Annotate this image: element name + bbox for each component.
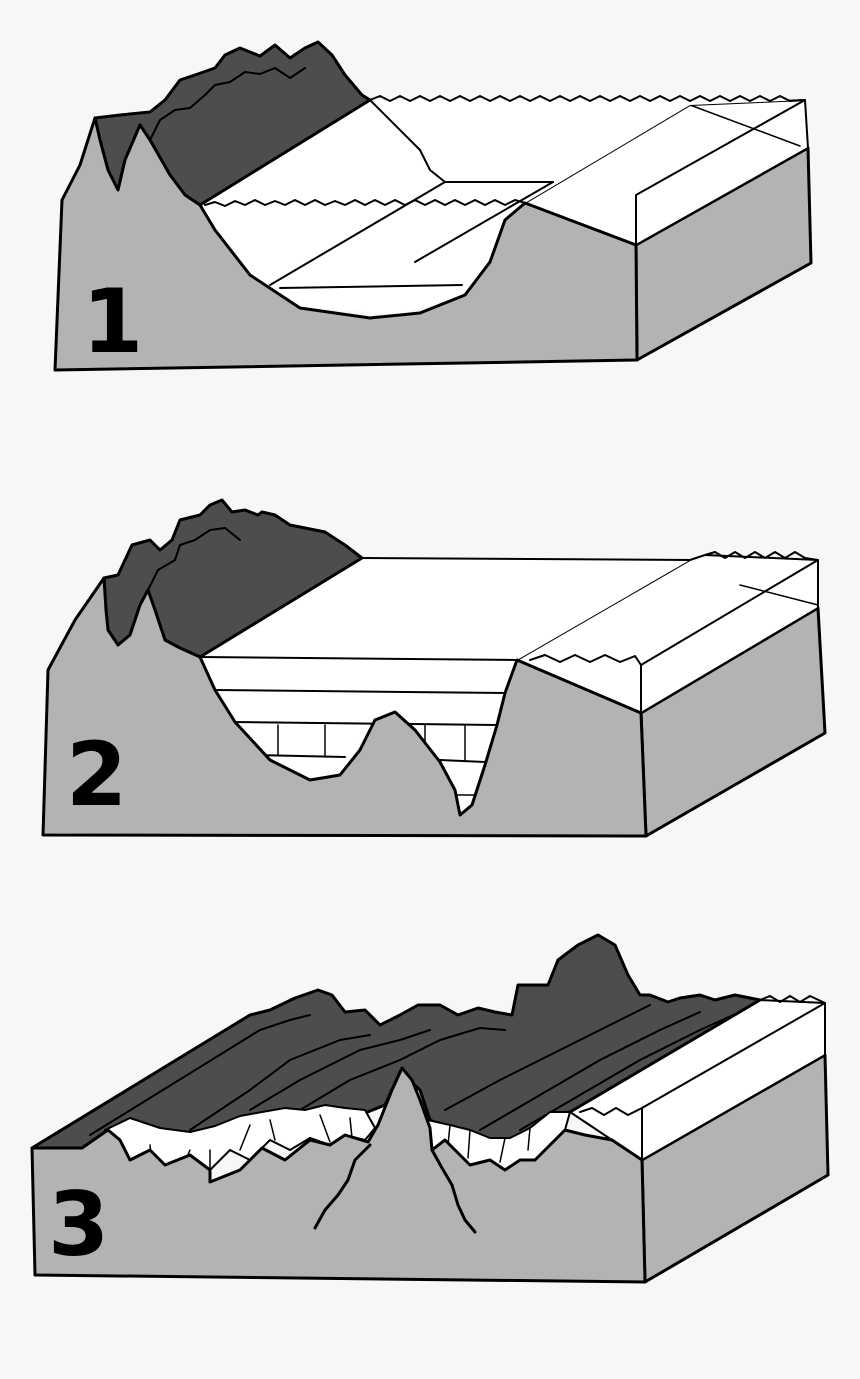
glacier-1-crevasse-back <box>369 95 806 102</box>
block-3-front-face <box>30 1066 647 1284</box>
step-number-2: 2 <box>66 723 127 826</box>
glacier-3-crevasse <box>759 995 826 1004</box>
glacier-2-surface <box>200 558 690 812</box>
glacier-1-surface <box>200 100 805 314</box>
panel-2-glacier-filled-valley-block: 2 <box>41 498 827 838</box>
glacier-1-crevasse-front <box>204 199 526 207</box>
step-number-1: 1 <box>82 270 143 373</box>
glacier-2-crevasse-right <box>704 551 819 561</box>
step-number-3: 3 <box>48 1173 109 1276</box>
horn-spur-left <box>313 1143 372 1230</box>
block-1-front-face <box>53 116 639 372</box>
block-2-front-face <box>41 576 648 838</box>
panel-3-post-glacial-block: 3 <box>30 933 830 1284</box>
horn-spur-right <box>430 1148 477 1234</box>
panel-1-glacial-valley-block: 1 <box>53 40 813 373</box>
